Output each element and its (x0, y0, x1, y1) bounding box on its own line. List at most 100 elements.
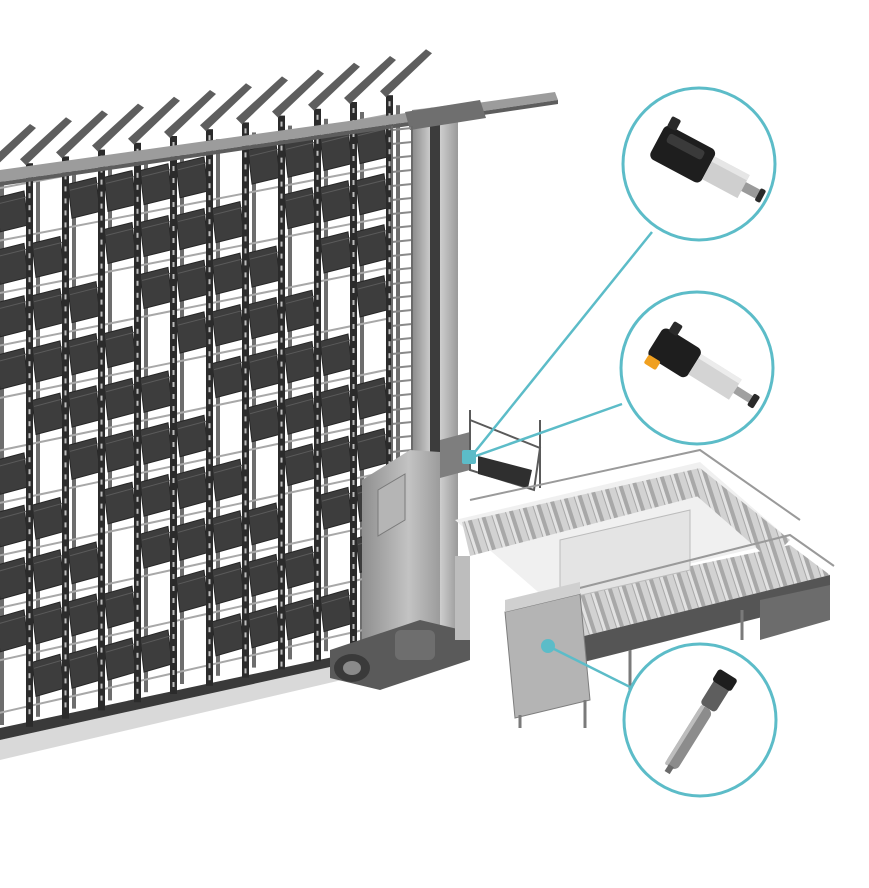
upright-perforation (28, 637, 31, 643)
upright-perforation (352, 612, 355, 617)
upright-perforation (64, 618, 67, 624)
upright-perforation (316, 450, 319, 456)
upright-perforation (28, 181, 31, 187)
storage-bin (319, 333, 353, 377)
upright-perforation (352, 492, 355, 497)
upright-perforation (244, 608, 247, 614)
upright-perforation (136, 292, 139, 298)
upright-perforation (280, 337, 283, 343)
upright-perforation (208, 567, 211, 573)
upright-perforation (100, 407, 103, 413)
callout-actuator-middle (619, 290, 775, 446)
upright-perforation (100, 275, 103, 281)
upright-perforation (244, 476, 247, 482)
upright-perforation (136, 304, 139, 310)
upright-perforation (208, 459, 211, 465)
upright-perforation (316, 558, 319, 564)
upright-perforation (64, 474, 67, 480)
upright-perforation (316, 390, 319, 396)
storage-bin-rim (69, 339, 99, 348)
callout-anchor-dots (462, 450, 555, 653)
ladder-rung (391, 155, 413, 159)
upright-perforation (28, 373, 31, 379)
upright-perforation (172, 418, 175, 423)
upright-perforation (100, 491, 103, 497)
storage-bin (355, 173, 389, 216)
upright-perforation (352, 576, 355, 581)
upright-perforation (208, 219, 211, 225)
storage-bin-rim (69, 651, 99, 661)
storage-bin-rim (321, 135, 351, 143)
storage-bin (31, 340, 65, 383)
upright-perforation (100, 263, 103, 269)
upright-perforation (172, 358, 175, 363)
upright-perforation (388, 413, 391, 419)
upright-perforation (28, 313, 31, 319)
upright-perforation (28, 505, 31, 511)
upright-perforation (352, 156, 355, 161)
upright-perforation (28, 241, 31, 247)
upright-perforation (388, 425, 391, 431)
upright-perforation (100, 551, 103, 557)
upright-perforation (244, 224, 247, 230)
storage-bin (211, 355, 245, 399)
upright-perforation (280, 253, 283, 259)
upright-perforation (208, 615, 211, 621)
storage-bin-rim (33, 294, 63, 303)
upright-perforation (244, 272, 247, 278)
storage-bin-rim (105, 591, 135, 601)
upright-perforation (172, 574, 175, 579)
upright-perforation (352, 528, 355, 533)
upright-perforation (352, 600, 355, 605)
upright-perforation (388, 365, 391, 371)
ladder-rung (391, 295, 413, 299)
upright-perforation (352, 504, 355, 509)
upright-perforation (136, 328, 139, 334)
upright-perforation (280, 157, 283, 163)
upright-perforation (172, 334, 175, 339)
rack-top-crossbeam (128, 96, 180, 145)
storage-bin-rim (33, 346, 63, 355)
upright-perforation (64, 414, 67, 420)
upright-perforation (280, 349, 283, 355)
upright-perforation (244, 356, 247, 362)
upright-perforation (64, 390, 67, 396)
upright-perforation (352, 276, 355, 281)
upright-perforation (100, 539, 103, 545)
upright-perforation (64, 606, 67, 612)
upright-perforation (172, 430, 175, 435)
upright-perforation (136, 520, 139, 526)
upright-perforation (244, 584, 247, 590)
upright-perforation (208, 267, 211, 273)
crane-drive-unit (330, 620, 470, 690)
upright-perforation (64, 186, 67, 192)
upright-perforation (28, 301, 31, 307)
upright-perforation (100, 419, 103, 425)
upright-perforation (172, 502, 175, 507)
upright-perforation (208, 447, 211, 453)
upright-perforation (280, 265, 283, 271)
storage-bin-rim (141, 272, 171, 281)
upright-perforation (388, 293, 391, 299)
rack-front-upright (134, 142, 141, 703)
upright-perforation (244, 512, 247, 518)
upright-perforation (172, 562, 175, 567)
storage-bin-rim (213, 464, 243, 474)
storage-bin-rim (213, 567, 243, 577)
upright-perforation (136, 616, 139, 622)
upright-perforation (244, 572, 247, 578)
upright-perforation (316, 174, 319, 180)
storage-bin (247, 245, 281, 288)
upright-perforation (64, 678, 67, 684)
upright-perforation (64, 330, 67, 336)
ladder-rung (391, 197, 413, 201)
upright-perforation (352, 192, 355, 197)
ladder-rung (391, 281, 413, 285)
rack-front-upright (170, 136, 177, 694)
rack-rear-upright (324, 118, 328, 652)
upright-perforation (136, 412, 139, 418)
callout-actuator-bottom (622, 642, 778, 798)
upright-perforation (28, 625, 31, 631)
upright-perforation (28, 277, 31, 283)
upright-perforation (352, 288, 355, 293)
